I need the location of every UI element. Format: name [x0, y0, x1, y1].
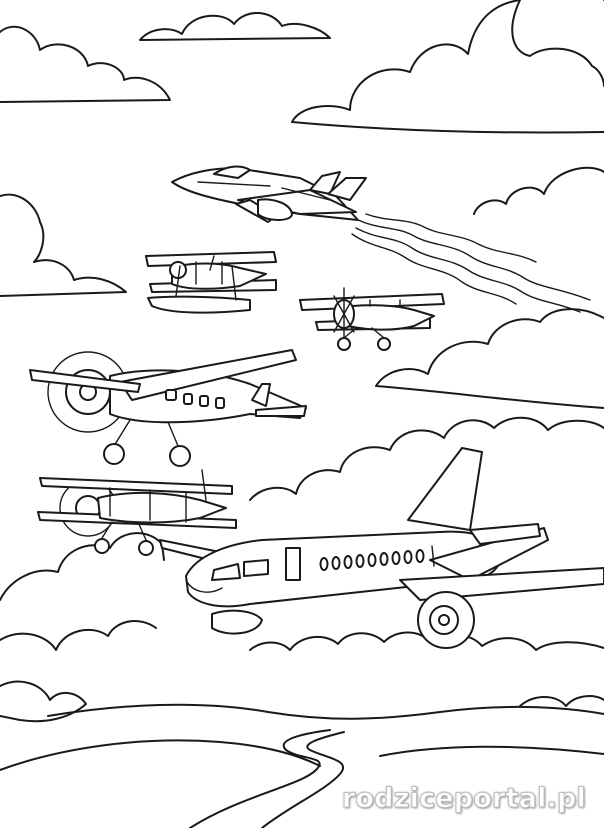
cloud-right-mid — [473, 166, 604, 215]
river-left-bank — [189, 729, 331, 828]
cloud-top-right — [291, 0, 604, 134]
cloud-center-bank — [249, 416, 604, 501]
hill-line-back — [47, 703, 604, 720]
cloud-top-center — [139, 11, 331, 41]
passenger-airliner — [159, 447, 604, 649]
hill-line-mid-right — [379, 745, 604, 757]
fighter-jet — [171, 165, 367, 223]
biplane-lower-left — [37, 469, 237, 556]
contrail-4 — [365, 213, 537, 263]
cloud-right-lower — [375, 308, 604, 409]
propeller-monoplane — [29, 349, 307, 467]
cloud-lower-left — [0, 532, 165, 601]
contrail-2 — [355, 227, 581, 313]
seaplane-biplane — [145, 251, 277, 314]
biplane-small-right — [299, 287, 445, 351]
contrail-3 — [351, 233, 517, 305]
cloud-left-mid — [0, 193, 127, 297]
cloud-horizon-left — [0, 680, 87, 723]
river-right-bank — [261, 731, 345, 828]
cloud-bottom-bank — [0, 620, 604, 651]
cloud-top-left — [0, 25, 171, 103]
contrail-1 — [357, 219, 591, 301]
hill-line-mid-left — [0, 739, 321, 771]
cloud-horizon-right — [519, 695, 604, 707]
site-watermark: rodziceportal.pl — [341, 783, 586, 815]
